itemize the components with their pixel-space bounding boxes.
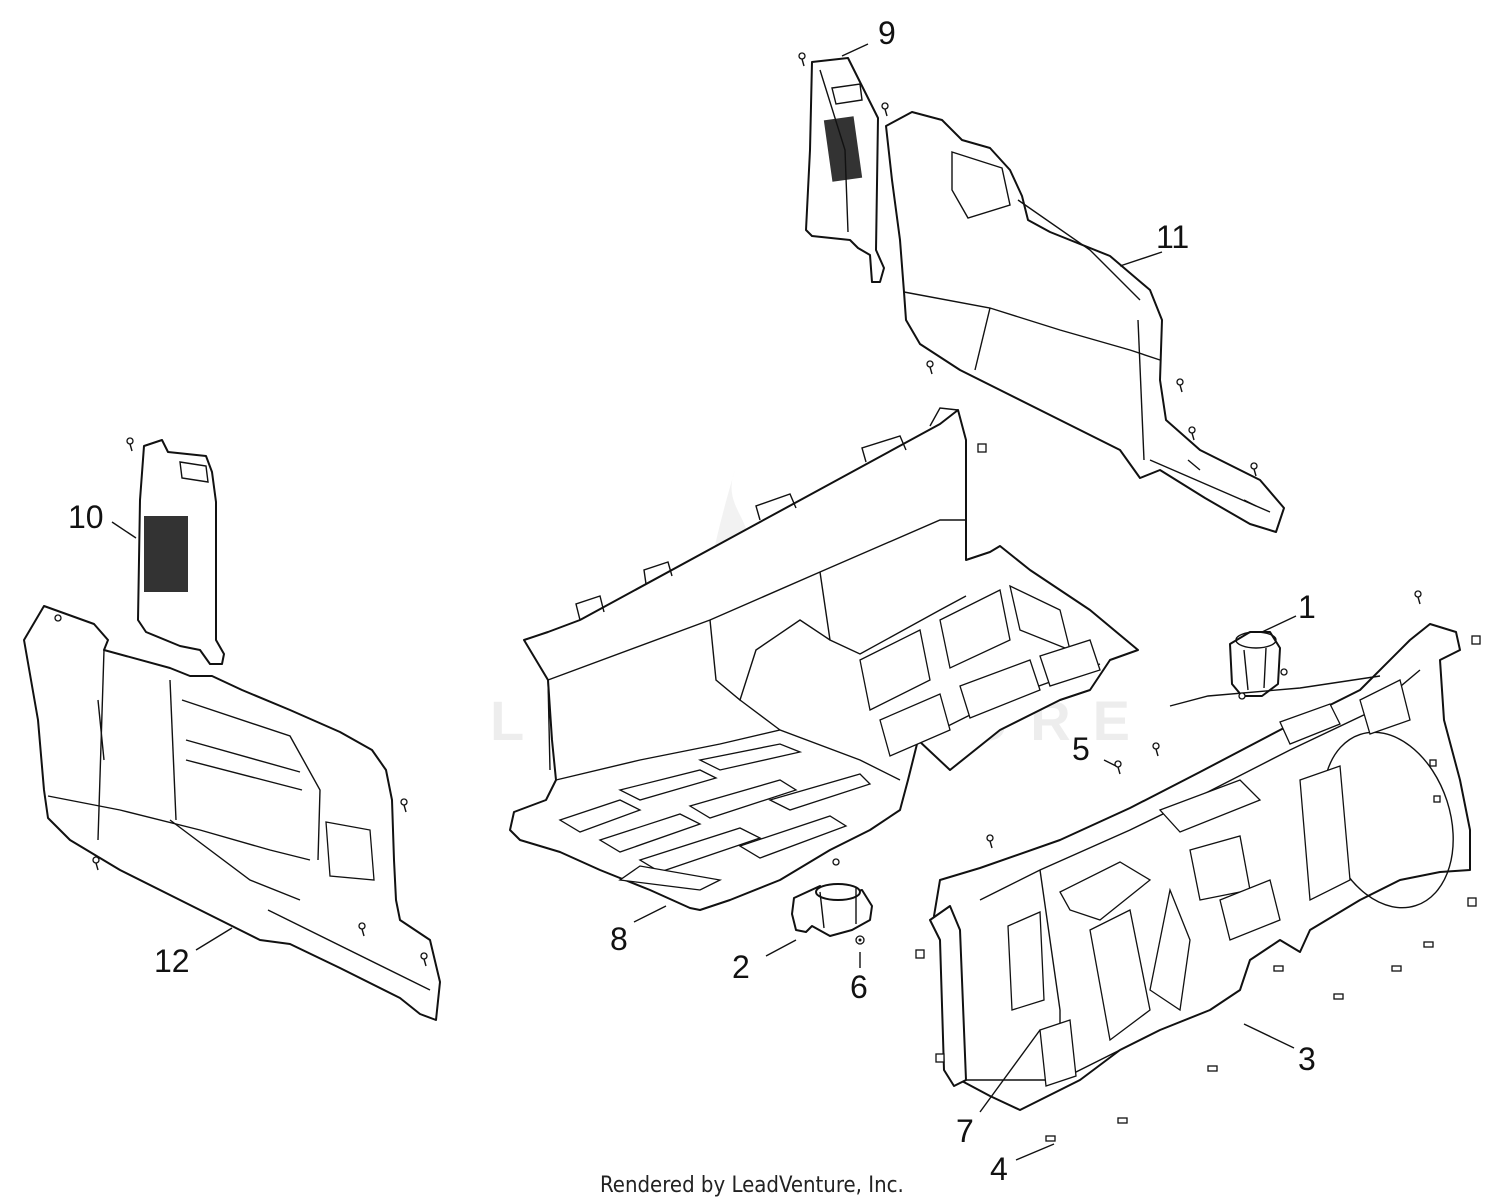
callout-10: 10 [68, 499, 104, 535]
screw [1152, 742, 1160, 757]
clip [1045, 1135, 1056, 1142]
clip [1273, 965, 1284, 972]
part-10-left-vent-panel [137, 439, 225, 665]
screw [1188, 426, 1196, 441]
screw [881, 102, 889, 117]
fasteners [54, 52, 1481, 1142]
footer-credit: Rendered by LeadVenture, Inc. [600, 1173, 904, 1198]
screw [358, 922, 366, 937]
part-2-bracket [791, 883, 873, 937]
clip [1423, 941, 1434, 948]
callout-8: 8 [610, 921, 628, 957]
part-3-rear-panel [929, 623, 1471, 1111]
callout-4: 4 [990, 1151, 1008, 1187]
screw [420, 952, 428, 967]
callout-labels: 1 2 3 4 5 6 7 8 9 10 11 12 [68, 15, 1316, 1187]
screw [798, 52, 806, 67]
rear-floor-ribs [859, 584, 1101, 757]
clip [977, 443, 987, 453]
screw [1176, 378, 1184, 393]
callout-12: 12 [154, 943, 190, 979]
part-9-upper-vent-panel [805, 57, 885, 283]
clip [915, 949, 925, 959]
callout-5: 5 [1072, 731, 1090, 767]
clip [1429, 759, 1437, 767]
callout-3: 3 [1298, 1041, 1316, 1077]
callout-6: 6 [850, 969, 868, 1005]
screw [1280, 668, 1288, 676]
clip [1433, 795, 1441, 803]
clip [1117, 1117, 1128, 1124]
nut [832, 858, 840, 866]
leader-lines [111, 43, 1297, 1161]
part-12-left-side-panel [23, 605, 441, 1021]
callout-9: 9 [878, 15, 896, 51]
screw [400, 798, 408, 813]
part-1-cup [1229, 631, 1281, 697]
clip [1471, 635, 1481, 645]
screw [54, 614, 62, 622]
clip [935, 1053, 945, 1063]
callout-1: 1 [1298, 589, 1316, 625]
front-floor-ribs [558, 743, 872, 891]
screw [126, 437, 134, 452]
screw [986, 834, 994, 849]
callout-7: 7 [956, 1113, 974, 1149]
screw [926, 360, 934, 375]
callout-2: 2 [732, 949, 750, 985]
part-8-floor-tub [509, 407, 1139, 911]
panel-rib-cutouts [1007, 679, 1411, 1087]
screw [1238, 692, 1246, 700]
clip [1391, 965, 1402, 972]
part-11-right-side-panel [885, 111, 1285, 533]
screw [1114, 760, 1122, 775]
clip [1207, 1065, 1218, 1072]
clip [1333, 993, 1344, 1000]
clip [1467, 897, 1477, 907]
callout-11: 11 [1156, 219, 1189, 255]
screw [1250, 462, 1258, 477]
screw [1414, 590, 1422, 605]
nut [855, 935, 865, 945]
screw [92, 856, 100, 871]
